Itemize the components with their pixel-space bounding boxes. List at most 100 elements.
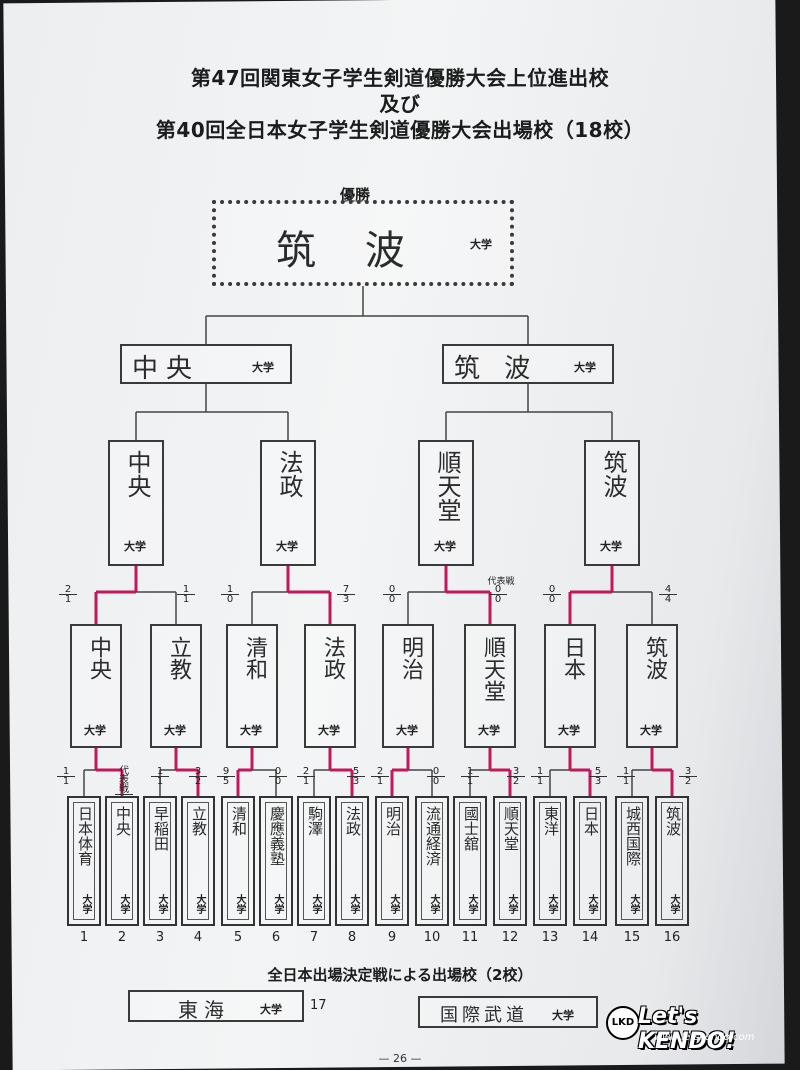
quarterfinal-box-4: 法政大学 <box>304 624 356 748</box>
round1-score-top-11: 1 <box>466 766 474 777</box>
school-inner-border-6 <box>265 802 287 920</box>
school-box-14: 日本大学 <box>573 796 607 926</box>
school-box-6: 慶應義塾大学 <box>259 796 293 926</box>
quarterfinal-suffix-5: 大学 <box>396 724 418 737</box>
round2-score-top-3: 1 <box>226 584 234 595</box>
school-box-7: 駒澤大学 <box>297 796 331 926</box>
champion-label: 優勝 <box>340 186 371 204</box>
school-name-4: 立教 <box>190 806 208 836</box>
final-box-2: 筑 波 大学 <box>442 344 614 384</box>
school-inner-border-11 <box>459 802 481 920</box>
school-number-7: 7 <box>309 930 319 945</box>
round1-score-bottom-6: 0 <box>269 776 287 787</box>
letskendo-logo: LKD Let's KENDO! www.letskendo.com <box>604 1002 794 1054</box>
quarterfinal-box-5: 明治大学 <box>382 624 434 748</box>
school-number-4: 4 <box>193 930 203 945</box>
round2-score-top-2: 1 <box>182 584 190 595</box>
round2-score-top-8: 4 <box>664 584 672 595</box>
school-box-15: 城西国際大学 <box>615 796 649 926</box>
round1-score-top-12: 3 <box>512 766 520 777</box>
final-box-1: 中央大学 <box>120 344 292 384</box>
semifinal-name-4: 筑波 <box>599 450 627 498</box>
round2-score-top-1: 2 <box>64 584 72 595</box>
school-box-10: 流通経済大学 <box>415 796 449 926</box>
quarterfinal-suffix-6: 大学 <box>478 724 500 737</box>
school-name-7: 駒澤 <box>306 806 324 836</box>
school-inner-border-2 <box>111 802 133 920</box>
school-inner-border-4 <box>187 802 209 920</box>
kendo-mask-icon: LKD <box>606 1006 640 1040</box>
school-name-2: 中央 <box>114 806 132 836</box>
qualifier-school-18: 国際武道 大学 <box>418 996 598 1028</box>
round2-score-bottom-6: 0 <box>489 594 507 605</box>
school-suffix-1: 大学 <box>80 894 91 914</box>
round1-score-bottom-7: 1 <box>297 776 315 787</box>
round1-score-bottom-15: 1 <box>617 776 635 787</box>
semifinal-box-4: 筑波大学 <box>584 440 640 566</box>
school-box-4: 立教大学 <box>181 796 215 926</box>
round1-score-bottom-9: 1 <box>371 776 389 787</box>
semifinal-suffix-2: 大学 <box>276 540 298 553</box>
round1-score-bottom-11: 1 <box>461 776 479 787</box>
school-box-16: 筑波大学 <box>655 796 689 926</box>
school-box-1: 日本体育大学 <box>67 796 101 926</box>
final-suffix-2: 大学 <box>574 361 596 374</box>
quarterfinal-suffix-4: 大学 <box>318 724 340 737</box>
round1-score-top-6: 0 <box>274 766 282 777</box>
final-name-2: 筑 波 <box>454 354 539 384</box>
round2-score-bottom-4: 3 <box>337 594 355 605</box>
quarterfinal-name-3: 清和 <box>242 636 267 680</box>
quarterfinal-suffix-2: 大学 <box>164 724 186 737</box>
school-number-13: 13 <box>541 930 559 945</box>
round2-score-bottom-7: 0 <box>543 594 561 605</box>
school-inner-border-15 <box>621 802 643 920</box>
round1-score-top-9: 2 <box>376 766 384 777</box>
school-suffix-9: 大学 <box>388 894 399 914</box>
semifinal-name-1: 中央 <box>123 450 151 498</box>
qualifier-title: 全日本出場決定戦による出場校（2校） <box>267 966 533 984</box>
school-inner-border-13 <box>539 802 561 920</box>
semifinal-box-3: 順天堂大学 <box>418 440 474 566</box>
round2-score-top-4: 7 <box>342 584 350 595</box>
round1-score-bottom-2 <box>115 794 133 795</box>
quarterfinal-name-4: 法政 <box>320 636 345 680</box>
round1-score-top-4: 3 <box>194 766 202 777</box>
school-suffix-10: 大学 <box>428 894 439 914</box>
round1-score-bottom-1: 1 <box>57 776 75 787</box>
school-number-11: 11 <box>461 930 479 945</box>
school-suffix-4: 大学 <box>194 894 205 914</box>
round1-score-top-15: 1 <box>622 766 630 777</box>
quarterfinal-box-2: 立教大学 <box>150 624 202 748</box>
school-number-9: 9 <box>387 930 397 945</box>
school-name-10: 流通経済 <box>424 806 442 866</box>
school-name-15: 城西国際 <box>624 806 642 866</box>
school-inner-border-1 <box>73 802 95 920</box>
semifinal-suffix-3: 大学 <box>434 540 456 553</box>
school-inner-border-8 <box>341 802 363 920</box>
school-inner-border-3 <box>149 802 171 920</box>
school-inner-border-9 <box>381 802 403 920</box>
school-suffix-7: 大学 <box>310 894 321 914</box>
school-number-12: 12 <box>501 930 519 945</box>
quarterfinal-box-1: 中央大学 <box>70 624 122 748</box>
school-box-5: 清和大学 <box>221 796 255 926</box>
quarterfinal-name-1: 中央 <box>86 636 111 680</box>
school-name-14: 日本 <box>582 806 600 836</box>
school-number-3: 3 <box>155 930 165 945</box>
final-suffix-1: 大学 <box>252 361 274 374</box>
school-suffix-12: 大学 <box>506 894 517 914</box>
